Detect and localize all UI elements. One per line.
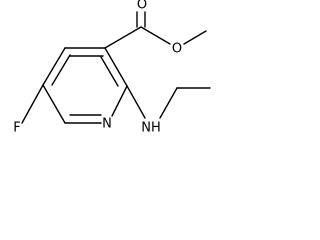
bond-c5-c6	[42, 84, 66, 124]
bond-c2-c3	[104, 47, 128, 87]
bond-c3-carbonyl	[104, 26, 142, 49]
bond-n1-c2	[111, 85, 128, 117]
bond-c2-nh	[126, 85, 146, 119]
fluorine-label: F	[13, 121, 20, 136]
bond-ester-o-methyl	[183, 30, 207, 45]
amine-label: NH	[141, 121, 161, 136]
bond-c2-c3-inner	[100, 56, 119, 87]
ester-oxygen-label: O	[172, 42, 182, 57]
bond-c4-c5-inner	[51, 54, 71, 86]
ethylamino-group	[126, 85, 211, 119]
bond-c4-c5	[42, 47, 66, 86]
ester-group	[104, 11, 207, 49]
chemical-structure: O O F N NH	[13, 0, 211, 136]
pyridine-ring	[42, 47, 128, 124]
ring-nitrogen-label: N	[102, 117, 112, 132]
carbonyl-oxygen-label: O	[137, 0, 147, 13]
bond-carbonyl-ester-o	[140, 26, 171, 45]
bond-nh-ch2	[159, 87, 178, 119]
bond-c6-f	[21, 84, 44, 124]
